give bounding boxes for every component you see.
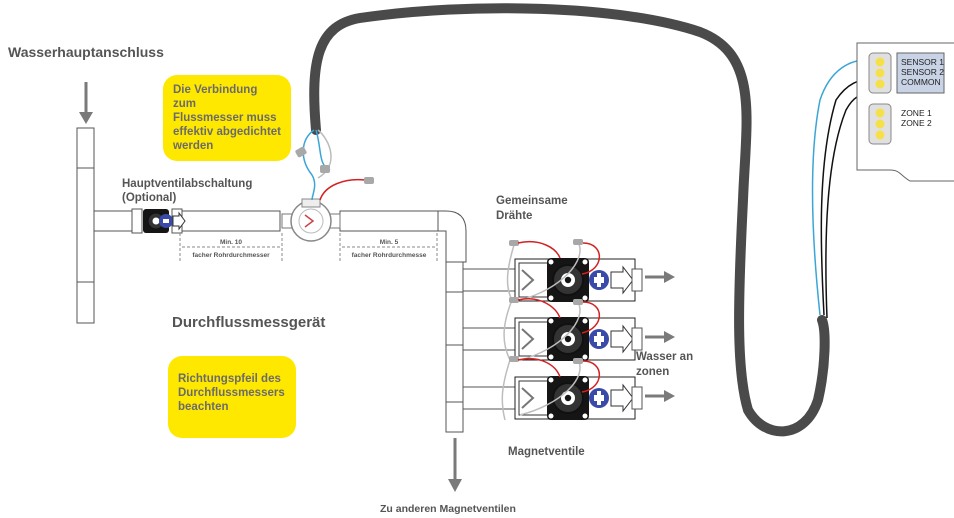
common-wires-line2: Drähte: [496, 210, 533, 222]
seal-callout-line3: effektiv abgedichtet: [173, 126, 281, 138]
main-valve-label-line1: Hauptventilabschaltung: [122, 178, 253, 190]
controller-zone-labels: ZONE 1 ZONE 2: [901, 108, 932, 128]
common-wires: [501, 241, 581, 421]
flow-meter-wires: [302, 129, 366, 201]
zone2-label: ZONE 2: [901, 118, 932, 128]
min5-line1: Min. 5: [379, 239, 399, 246]
water-to-zones-label: Wasser an zonen: [636, 350, 693, 380]
sensor2-label: SENSOR 2: [901, 67, 944, 77]
min10-label: Min. 10 facher Rohrdurchmesser: [182, 239, 280, 260]
controller-sensor-labels: SENSOR 1 SENSOR 2 COMMON: [901, 57, 944, 87]
controller-box: [856, 42, 954, 182]
dimension-lines: [179, 233, 438, 262]
flow-arrows: [79, 82, 675, 492]
water-to-zones-line1: Wasser an: [636, 351, 694, 363]
direction-callout-line1: Richtungspfeil des: [178, 373, 281, 385]
flow-wire-caps: [295, 146, 374, 184]
zone1-label: ZONE 1: [901, 108, 932, 118]
common-wires-line1: Gemeinsame: [496, 195, 568, 207]
main-connection-label: Wasserhauptanschluss: [8, 44, 164, 60]
min10-line2: facher Rohrdurchmesser: [192, 252, 270, 259]
direction-callout-line3: beachten: [178, 401, 229, 413]
valve-red-wires: [517, 241, 600, 393]
main-valve-label: Hauptventilabschaltung (Optional): [122, 177, 252, 205]
flow-meter-icon: [281, 198, 341, 242]
min5-line2: facher Rohrdurchmesse: [351, 252, 427, 259]
common-wires-label: Gemeinsame Drähte: [496, 194, 568, 224]
outlet-pipes: [631, 268, 643, 410]
water-to-zones-line2: zonen: [636, 366, 670, 378]
main-valve-icon: [142, 208, 186, 234]
seal-callout-line1: Die Verbindung zum: [173, 84, 258, 110]
seal-callout-line4: werden: [173, 140, 214, 152]
min5-label: Min. 5 facher Rohrdurchmesse: [340, 239, 438, 260]
common-label: COMMON: [901, 77, 941, 87]
seal-callout-line2: Flussmesser muss: [173, 112, 277, 124]
to-other-valves-label: Zu anderen Magnetventilen: [380, 503, 516, 515]
wire-caps: [509, 239, 583, 364]
min10-line1: Min. 10: [219, 239, 243, 246]
solenoid-valves-label: Magnetventile: [508, 446, 585, 458]
direction-arrow-callout: Richtungspfeil des Durchflussmessers bea…: [168, 356, 296, 438]
main-valve-label-line2: (Optional): [122, 192, 177, 204]
flow-meter-label: Durchflussmessgerät: [172, 314, 326, 331]
sensor1-label: SENSOR 1: [901, 57, 944, 67]
direction-callout-line2: Durchflussmessers: [178, 387, 285, 399]
seal-connection-callout: Die Verbindung zum Flussmesser muss effe…: [163, 75, 291, 161]
sensor-cable: [309, 3, 830, 437]
